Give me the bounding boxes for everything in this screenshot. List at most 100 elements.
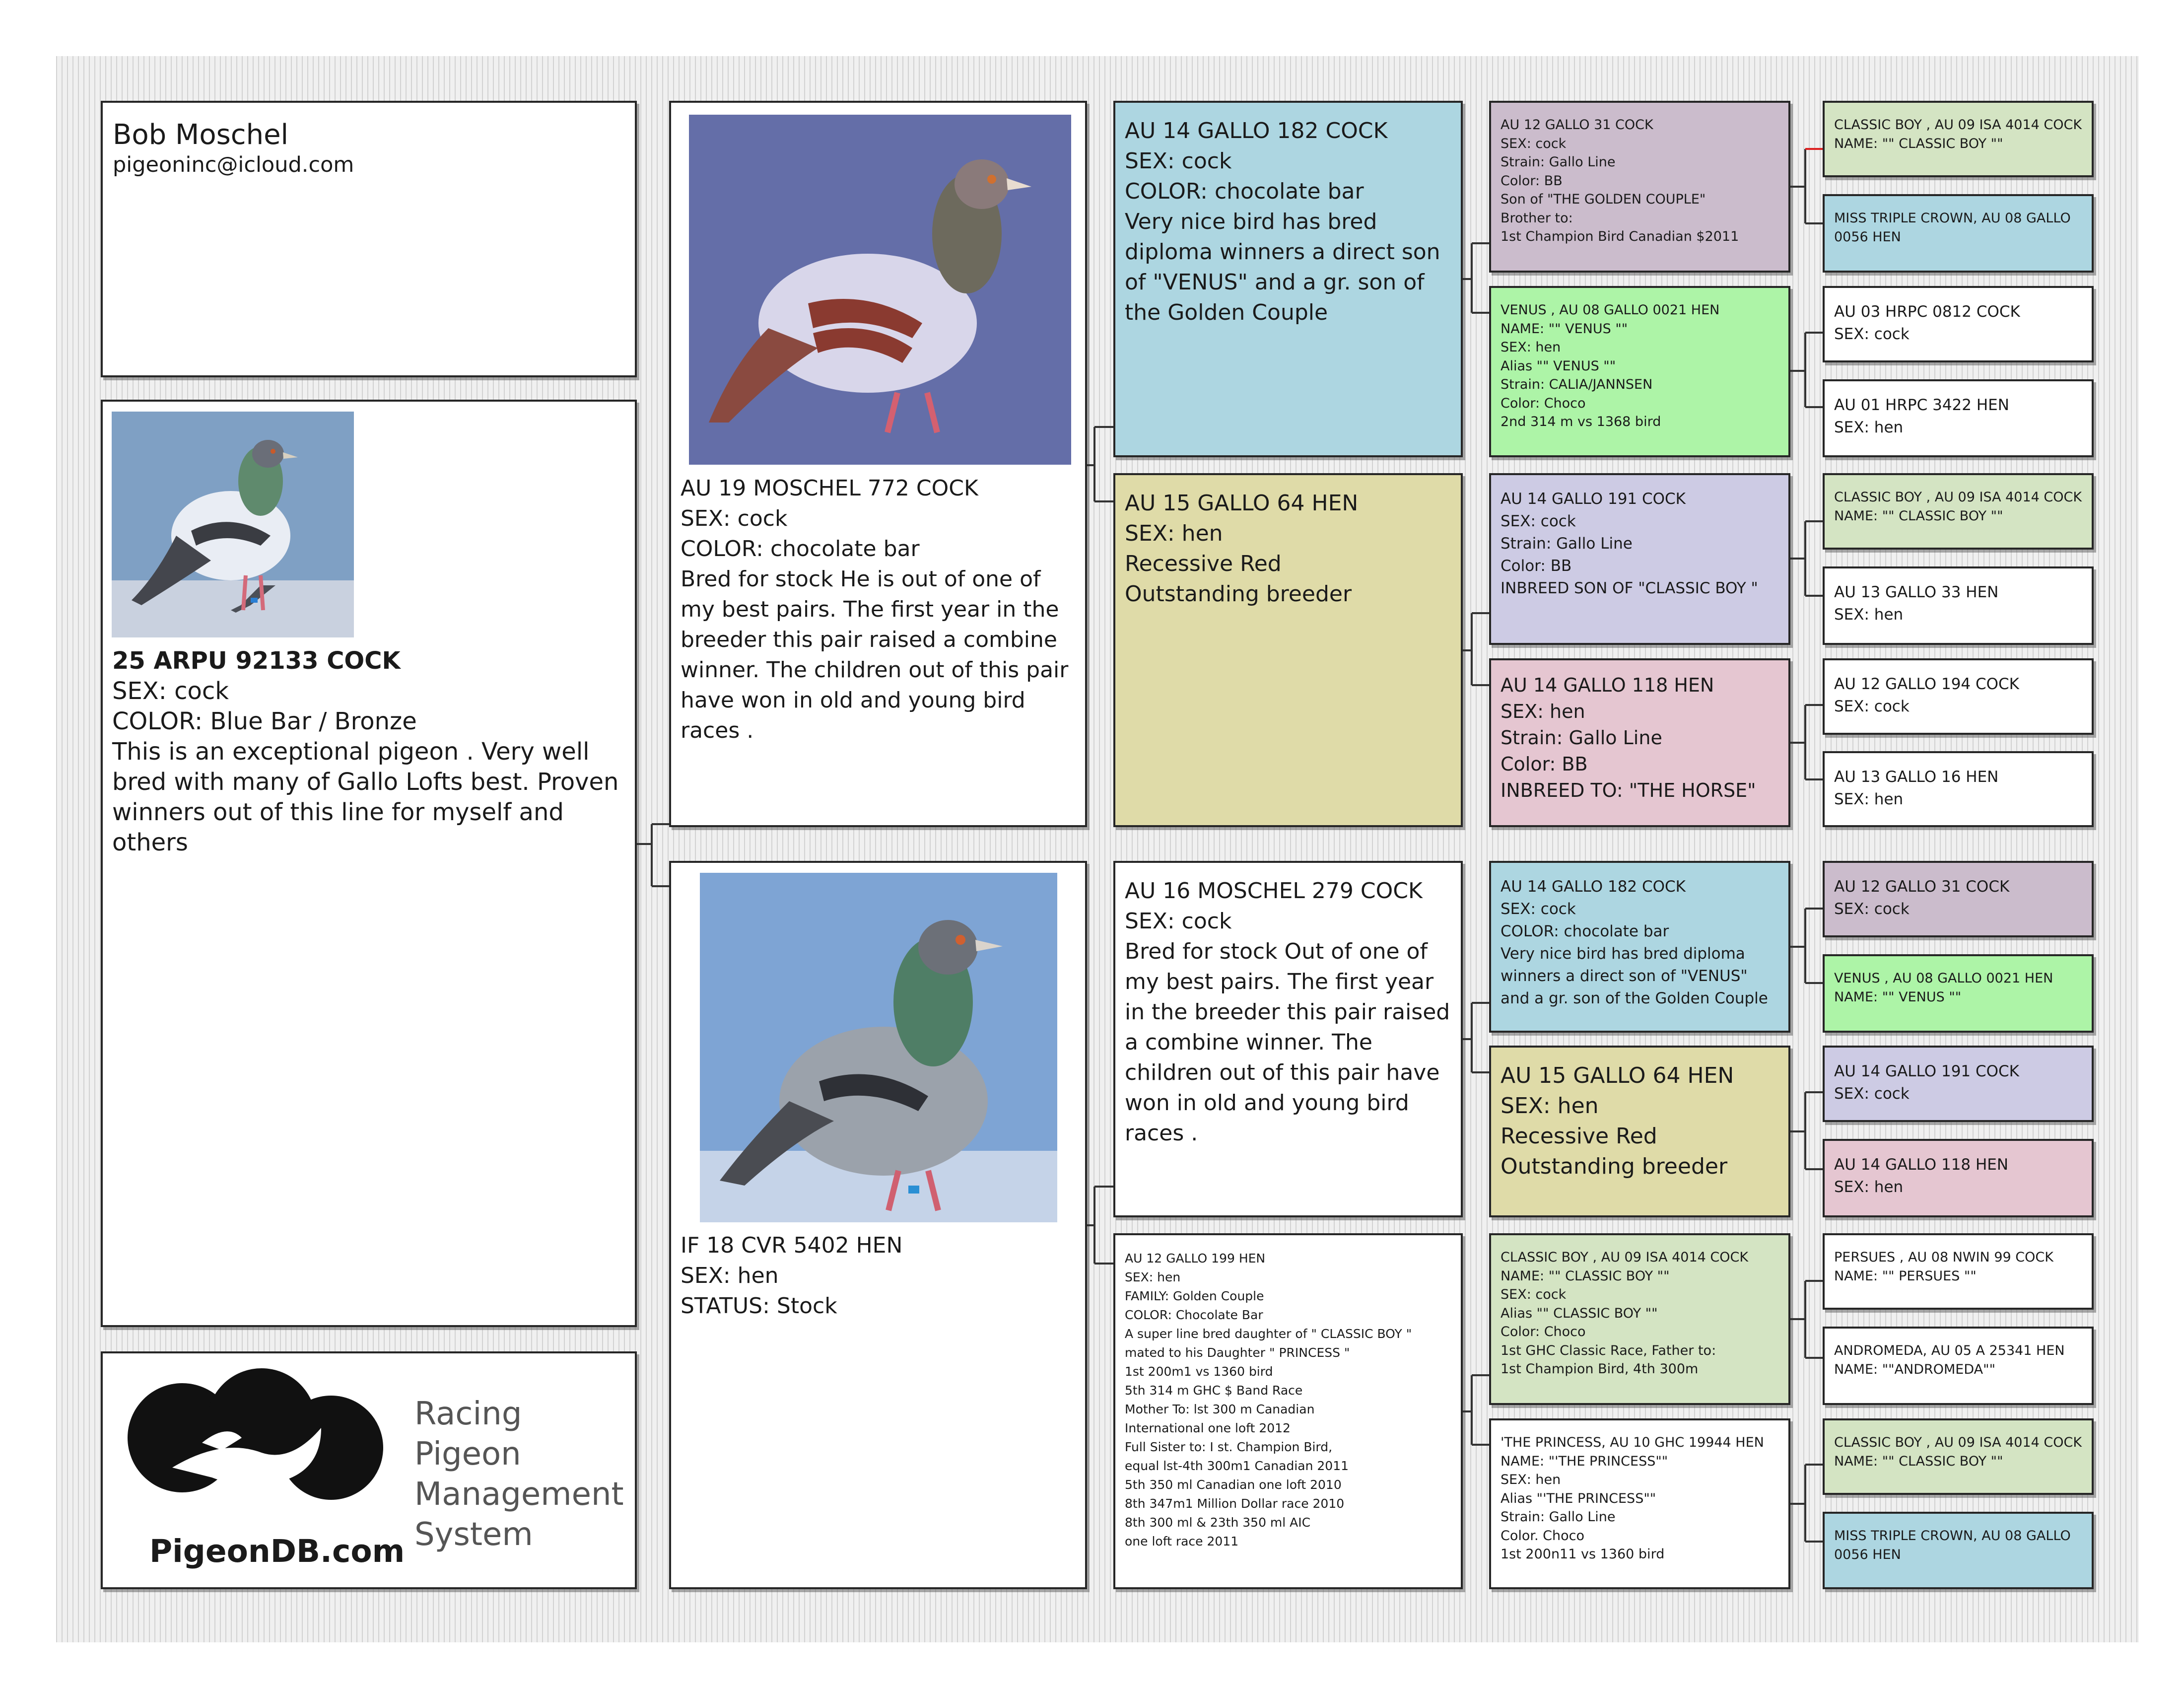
gen5-box: CLASSIC BOY , AU 09 ISA 4014 COCK NAME: … [1823, 473, 2094, 550]
pedigree-line: PERSUES , AU 08 NWIN 99 COCK [1834, 1250, 2053, 1265]
pedigree-line: 1st Champion Bird Canadian $2011 [1501, 229, 1739, 244]
pedigree-line: Color: BB [1501, 753, 1588, 775]
pedigree-line: AU 12 GALLO 31 COCK [1834, 878, 2010, 896]
pedigree-line: AU 13 GALLO 16 HEN [1834, 768, 1999, 786]
subject-box: 25 ARPU 92133 COCK SEX: cock COLOR: Blue… [101, 400, 637, 1327]
pedigree-line: AU 14 GALLO 182 COCK [1501, 878, 1686, 896]
pedigree-line: MISS TRIPLE CROWN, AU 08 GALLO 0056 HEN [1834, 1528, 2071, 1562]
pedigree-line: SEX: hen [1501, 340, 1561, 355]
pedigree-line: NAME: ""ANDROMEDA"" [1834, 1361, 1995, 1377]
pedigree-line: Strain: Gallo Line [1501, 727, 1662, 749]
pedigree-line: International one loft 2012 [1125, 1421, 1291, 1435]
pedigree-line: 1st GHC Classic Race, Father to: [1501, 1342, 1716, 1358]
dam-line: STATUS: Stock [681, 1293, 837, 1319]
pedigree-line: AU 14 GALLO 191 COCK [1501, 490, 1686, 508]
logo-brand-line: Racing Pigeon [414, 1396, 522, 1473]
pedigree-line: Very nice bird has bred diploma winners … [1501, 945, 1768, 1007]
pedigree-line: SEX: cock [1501, 1287, 1567, 1302]
pedigree-line: SEX: cock [1834, 698, 1910, 715]
dam-box: IF 18 CVR 5402 HEN SEX: hen STATUS: Stoc… [669, 861, 1087, 1589]
pedigree-line: SEX: cock [1834, 900, 1910, 918]
pigeondb-logo-icon [128, 1368, 383, 1500]
gen5-box: VENUS , AU 08 GALLO 0021 HEN NAME: "" VE… [1823, 954, 2094, 1033]
gen5-box: AU 03 HRPC 0812 COCK SEX: cock [1823, 286, 2094, 362]
sire-line: AU 19 MOSCHEL 772 COCK [681, 476, 978, 501]
pedigree-line: 1st Champion Bird, 4th 300m [1501, 1361, 1699, 1377]
pedigree-line: AU 15 GALLO 64 HEN [1125, 491, 1359, 516]
pedigree-line: NAME: "" CLASSIC BOY "" [1834, 508, 2003, 524]
pedigree-line: Strain: CALIA/JANNSEN [1501, 377, 1653, 392]
great-grandparent-box: AU 12 GALLO 31 COCK SEX: cock Strain: Ga… [1489, 101, 1790, 273]
pedigree-line: Color: BB [1501, 173, 1563, 189]
dam-line: IF 18 CVR 5402 HEN [681, 1233, 903, 1258]
pedigree-line: VENUS , AU 08 GALLO 0021 HEN [1834, 971, 2053, 986]
pedigree-line: equal lst-4th 300m1 Canadian 2011 [1125, 1459, 1349, 1473]
pigeon-photo [700, 873, 1057, 1222]
pedigree-line: COLOR: chocolate bar [1125, 179, 1364, 204]
pedigree-line: NAME: "'THE PRINCESS"" [1501, 1453, 1668, 1469]
pedigree-line: Alias "" VENUS "" [1501, 358, 1616, 374]
subject-line: SEX: cock [112, 677, 229, 705]
pedigree-line: NAME: "" CLASSIC BOY "" [1501, 1268, 1670, 1284]
pedigree-line: SEX: cock [1501, 900, 1576, 918]
pedigree-line: AU 14 GALLO 182 COCK [1125, 118, 1388, 143]
pedigree-line: Recessive Red [1125, 551, 1282, 576]
logo-brand-line: System [414, 1516, 533, 1553]
pedigree-line: AU 03 HRPC 0812 COCK [1834, 303, 2020, 321]
pedigree-line: Alias "" CLASSIC BOY "" [1501, 1305, 1658, 1321]
pigeon-photo [689, 115, 1071, 465]
gen5-box: CLASSIC BOY , AU 09 ISA 4014 COCK NAME: … [1823, 101, 2094, 177]
pedigree-line: AU 12 GALLO 31 COCK [1501, 117, 1653, 133]
pedigree-line: CLASSIC BOY , AU 09 ISA 4014 COCK [1834, 490, 2082, 505]
pedigree-line: Strain: Gallo Line [1501, 1509, 1616, 1525]
gen5-box: AU 12 GALLO 31 COCK SEX: cock [1823, 861, 2094, 937]
gen5-box: AU 01 HRPC 3422 HEN SEX: hen [1823, 379, 2094, 457]
pedigree-line: Mother To: lst 300 m Canadian [1125, 1402, 1315, 1416]
logo-box: Racing Pigeon Management System PigeonDB… [101, 1351, 637, 1589]
pedigree-line: VENUS , AU 08 GALLO 0021 HEN [1501, 302, 1720, 318]
pedigree-line: FAMILY: Golden Couple [1125, 1289, 1264, 1303]
sire-line: COLOR: chocolate bar [681, 536, 920, 562]
pedigree-line: AU 13 GALLO 33 HEN [1834, 583, 1999, 601]
logo-brand-line: Management [414, 1476, 624, 1513]
pedigree-line: Alias "'THE PRINCESS"" [1501, 1490, 1656, 1506]
pedigree-line: AU 12 GALLO 194 COCK [1834, 675, 2020, 693]
pedigree-line: NAME: "" PERSUES "" [1834, 1268, 1977, 1284]
pedigree-line: Outstanding breeder [1501, 1154, 1728, 1179]
pedigree-line: one loft race 2011 [1125, 1534, 1239, 1548]
pedigree-line: CLASSIC BOY , AU 09 ISA 4014 COCK [1834, 1435, 2082, 1450]
pedigree-line: Color. Choco [1501, 1528, 1585, 1544]
pedigree-line: Brother to: [1501, 210, 1573, 226]
pedigree-line: Recessive Red [1501, 1124, 1657, 1149]
owner-email: pigeoninc@icloud.com [113, 152, 354, 177]
grandsire-sire-side-box: AU 14 GALLO 182 COCK SEX: cock COLOR: ch… [1113, 101, 1463, 457]
pedigree-line: AU 16 MOSCHEL 279 COCK [1125, 878, 1423, 904]
pedigree-line: Strain: Gallo Line [1501, 154, 1616, 170]
pedigree-line: COLOR: chocolate bar [1501, 922, 1669, 940]
pedigree-line: Color: Choco [1501, 1324, 1586, 1339]
pedigree-line: SEX: hen [1834, 790, 1904, 808]
great-grandparent-box: 'THE PRINCESS, AU 10 GHC 19944 HEN NAME:… [1489, 1418, 1790, 1589]
pedigree-line: 'THE PRINCESS, AU 10 GHC 19944 HEN [1501, 1435, 1764, 1450]
gen5-box: AU 13 GALLO 16 HEN SEX: hen [1823, 751, 2094, 827]
sire-line: SEX: cock [681, 506, 788, 531]
pedigree-line: SEX: cock [1501, 512, 1576, 530]
logo-site: PigeonDB.com [149, 1533, 405, 1569]
pedigree-line: mated to his Daughter " PRINCESS " [1125, 1345, 1350, 1360]
granddam-sire-side-box: AU 15 GALLO 64 HEN SEX: hen Recessive Re… [1113, 473, 1463, 827]
owner-name: Bob Moschel [113, 119, 289, 151]
sire-photo [689, 115, 1071, 465]
pedigree-line: SEX: cock [1834, 325, 1910, 343]
great-grandparent-box: CLASSIC BOY , AU 09 ISA 4014 COCK NAME: … [1489, 1233, 1790, 1405]
owner-box: Bob Moschel pigeoninc@icloud.com [101, 101, 637, 377]
pedigree-line: SEX: hen [1501, 701, 1585, 722]
pedigree-line: 8th 300 ml & 23th 350 ml AIC [1125, 1515, 1311, 1530]
gen5-box: AU 13 GALLO 33 HEN SEX: hen [1823, 566, 2094, 645]
gen5-box: CLASSIC BOY , AU 09 ISA 4014 COCK NAME: … [1823, 1418, 2094, 1495]
pedigree-line: SEX: cock [1834, 1085, 1910, 1103]
pedigree-line: Strain: Gallo Line [1501, 535, 1633, 553]
pedigree-line: NAME: "" VENUS "" [1834, 989, 1962, 1005]
gen5-box: ANDROMEDA, AU 05 A 25341 HEN NAME: ""AND… [1823, 1327, 2094, 1405]
pedigree-line: COLOR: Chocolate Bar [1125, 1308, 1263, 1322]
